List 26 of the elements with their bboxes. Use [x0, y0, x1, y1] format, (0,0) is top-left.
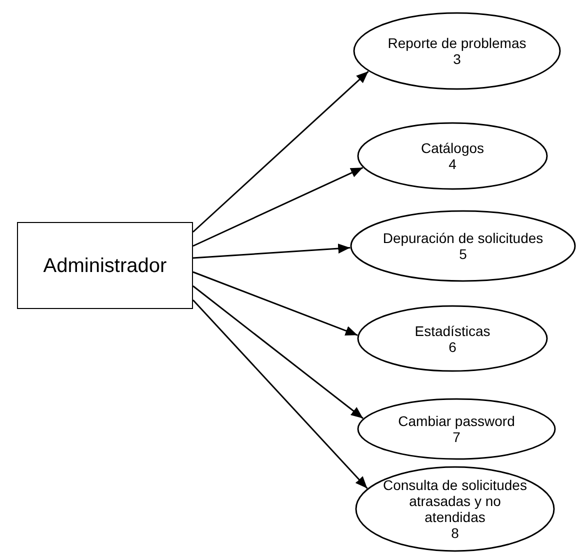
arrow [192, 285, 364, 419]
use-case-ellipse [357, 398, 556, 460]
use-case-number: 3 [453, 51, 461, 67]
arrow [192, 244, 350, 259]
arrow [192, 300, 368, 489]
use-case-label: Cambiar password [398, 413, 515, 429]
arrow [192, 271, 358, 336]
use-case-label: Depuración de solicitudes [382, 230, 544, 246]
use-case-label: Catálogos [420, 140, 484, 156]
arrow [192, 166, 364, 247]
use-case-number: 6 [448, 338, 456, 354]
use-case-ellipse [357, 305, 548, 372]
use-case-label: Estadísticas [414, 322, 490, 338]
arrow [192, 70, 369, 233]
use-case-number: 5 [459, 246, 467, 262]
use-case-ellipse [355, 466, 555, 552]
use-case-ellipse [350, 210, 576, 282]
use-case-label: Reporte de problemas [388, 35, 526, 51]
use-case-number: 8 [451, 525, 459, 541]
actor-box [17, 222, 193, 309]
use-case-ellipse [357, 122, 548, 190]
use-case-ellipse [353, 12, 561, 90]
use-case-label: Consulta de solicitudes atrasadas y no atendidas [383, 477, 527, 525]
use-case-number: 7 [452, 429, 460, 445]
use-case-number: 4 [448, 156, 456, 172]
actor-label: Administrador [43, 258, 167, 274]
